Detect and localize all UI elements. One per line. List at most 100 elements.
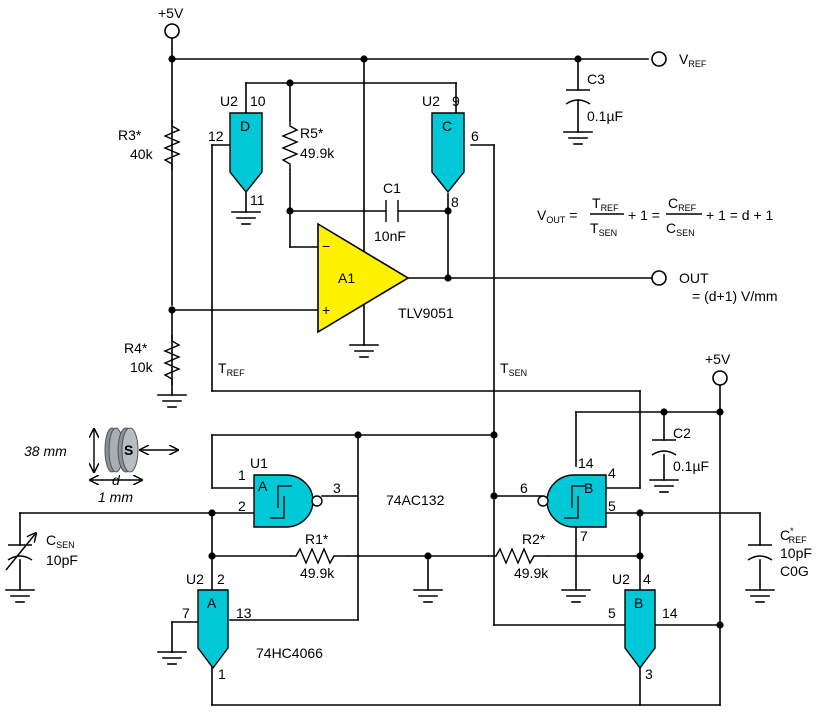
junction-dot: [208, 509, 216, 517]
vref-terminal: [651, 51, 667, 67]
supply-terminal-top: [164, 23, 180, 39]
r4-ref: R4*: [124, 340, 148, 356]
cref-label: C*REF: [780, 526, 807, 545]
ground-icon: [413, 589, 443, 603]
ground-icon: [649, 479, 679, 493]
u2d-pin-ctrl: 10: [250, 93, 266, 109]
u2d-name: D: [240, 118, 250, 134]
u2a-unit: U2: [186, 571, 204, 587]
u1a-unit: U1: [250, 455, 268, 471]
capacitor-c2: [651, 439, 677, 456]
gate-part: 74AC132: [386, 492, 445, 508]
opamp-a1: [317, 222, 410, 334]
csen-value: 10pF: [46, 552, 78, 568]
u1b-name: B: [584, 480, 593, 496]
vref-label: VREF: [679, 51, 707, 69]
csen-label: CSEN: [46, 532, 75, 550]
r3-value: 40k: [130, 146, 154, 162]
ground-icon: [561, 589, 591, 603]
junction-dot: [716, 621, 724, 629]
junction-dot: [636, 552, 644, 560]
tsen-label: TSEN: [500, 360, 527, 378]
supply-top-label: +5V: [158, 5, 184, 21]
transfer-formula: VOUT = TREF TSEN + 1 = CREF CSEN + 1 = d…: [537, 195, 774, 238]
c1-ref: C1: [383, 180, 401, 196]
formula-lhs: VOUT =: [537, 207, 577, 225]
switch-part: 74HC4066: [256, 645, 323, 661]
u2d-pin-out: 11: [250, 192, 265, 208]
junction-dot: [660, 408, 668, 416]
junction-dot: [168, 306, 176, 314]
u1b-pin5: 5: [608, 498, 616, 514]
u2b-pin-side: 14: [662, 605, 678, 621]
junction-dot: [444, 274, 452, 282]
out-terminal: [651, 270, 667, 286]
opamp-ref: A1: [338, 270, 355, 286]
u2a-pin-ctrl: 2: [217, 571, 225, 587]
u1a-pin3: 3: [333, 480, 341, 496]
c3-ref: C3: [587, 71, 605, 87]
u1a-name: A: [258, 478, 268, 494]
u2d-pin-in: 12: [208, 128, 224, 144]
u1b-pin14: 14: [578, 455, 594, 471]
wires: [19, 37, 761, 706]
junction-dot: [636, 509, 644, 517]
u2a-pin-in: 7: [182, 605, 190, 621]
opamp-plus: +: [322, 302, 330, 318]
sensor-height: 38 mm: [24, 443, 67, 459]
nand-gate-u1b: [546, 474, 607, 528]
u2b-name: B: [634, 595, 643, 611]
junction-dot: [490, 492, 498, 500]
u2a-pin-side: 13: [236, 605, 252, 621]
cref-dielectric: C0G: [780, 563, 809, 579]
opamp-minus: −: [322, 238, 330, 254]
ground-icon: [745, 589, 775, 603]
schmitt-trigger-icon: [564, 485, 586, 519]
r2-value: 49.9k: [514, 565, 549, 581]
sensor-plates: [104, 427, 139, 473]
c1-value: 10nF: [374, 228, 406, 244]
supply-right-label: +5V: [705, 351, 731, 367]
cref-value: 10pF: [780, 545, 812, 561]
u2c-pin-ctrl: 9: [452, 93, 460, 109]
formula-f2-num: CREF: [668, 195, 697, 213]
out-gain-label: = (d+1) V/mm: [692, 288, 778, 304]
junction-dot: [286, 79, 294, 87]
u2b-unit: U2: [612, 571, 630, 587]
ground-icon: [5, 589, 35, 603]
schmitt-trigger-icon: [270, 485, 292, 519]
sensor-gap-value: 1 mm: [98, 489, 133, 505]
opamp-part: TLV9051: [398, 305, 454, 321]
r5-value: 49.9k: [300, 145, 335, 161]
u2b-pin-ctrl: 4: [643, 571, 651, 587]
capacitor-csen: [5, 533, 36, 571]
u2d-unit: U2: [220, 93, 238, 109]
inversion-bubble-icon: [537, 495, 549, 507]
formula-plus-one-b: + 1 = d + 1: [706, 207, 774, 223]
capacitor-c3: [565, 89, 591, 133]
tref-label: TREF: [218, 360, 245, 378]
r1-value: 49.9k: [300, 565, 335, 581]
u1b-pin4: 4: [608, 465, 616, 481]
ground-icon: [157, 394, 187, 408]
c2-value: 0.1µF: [673, 458, 709, 474]
ground-icon: [157, 651, 187, 665]
sensor-gap: d: [112, 472, 121, 488]
junction-dot: [354, 431, 362, 439]
supply-terminal-right: [712, 370, 728, 386]
switch-u2b: [624, 589, 656, 670]
c3-value: 0.1µF: [587, 108, 623, 124]
r3-ref: R3*: [118, 127, 142, 143]
junction-dot: [716, 408, 724, 416]
r5-ref: R5*: [300, 125, 324, 141]
junction-dot: [208, 552, 216, 560]
out-label: OUT: [679, 270, 709, 286]
r4-value: 10k: [130, 359, 154, 375]
u1b-pin7: 7: [580, 528, 588, 544]
u2b-pin-out: 3: [645, 666, 653, 682]
capacitor-c1: [385, 200, 399, 222]
resistor-r3: [163, 120, 181, 170]
switch-u2d: [229, 112, 263, 194]
resistor-r2: [488, 547, 548, 565]
